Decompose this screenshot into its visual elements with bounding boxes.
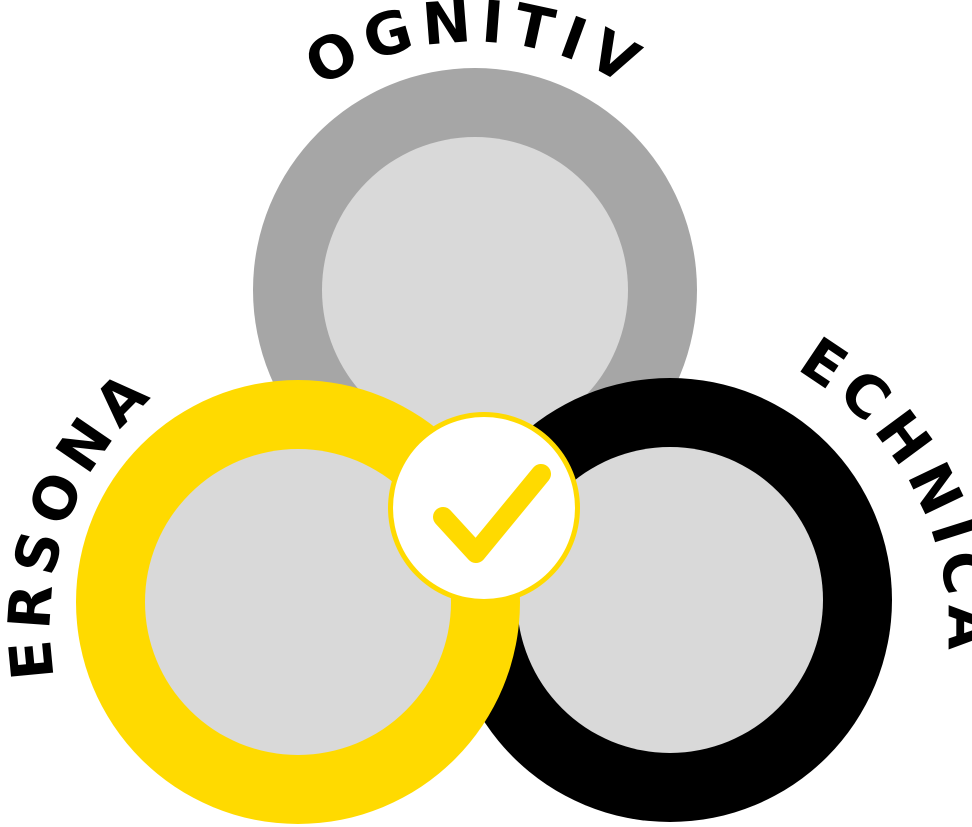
checkmark-icon (433, 464, 551, 563)
center-badge (388, 412, 580, 604)
cognitive-inner (322, 137, 628, 443)
badge-inner (393, 417, 575, 599)
technical-inner (517, 447, 823, 753)
personal-inner (145, 449, 451, 755)
